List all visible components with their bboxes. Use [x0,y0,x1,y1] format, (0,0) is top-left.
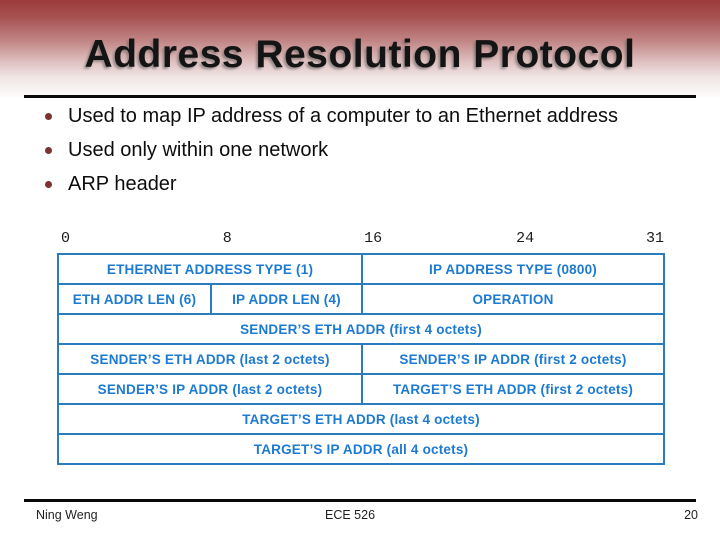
bullet-text: Used only within one network [68,139,329,161]
arp-field-cell: SENDER’S IP ADDR (first 2 octets) [361,345,663,373]
footer-divider-line [24,499,696,502]
bit-label: 0 [61,230,71,247]
table-row: TARGET’S IP ADDR (all 4 octets) [59,433,663,463]
table-row: ETH ADDR LEN (6) IP ADDR LEN (4) OPERATI… [59,283,663,313]
arp-field-cell: ETH ADDR LEN (6) [72,291,197,307]
arp-header-table: ETHERNET ADDRESS TYPE (1) IP ADDRESS TYP… [57,253,665,465]
table-row: ETHERNET ADDRESS TYPE (1) IP ADDRESS TYP… [59,255,663,283]
arp-header-diagram: 0 8 16 24 31 ETHERNET ADDRESS TYPE (1) I… [57,230,665,465]
bullet-item: ARP header [36,169,676,199]
arp-field-cell: SENDER’S IP ADDR (last 2 octets) [97,381,323,397]
footer-author: Ning Weng [36,508,98,522]
bullet-item: Used to map IP address of a computer to … [36,101,676,131]
footer-page-number: 20 [684,508,698,522]
table-row: SENDER’S ETH ADDR (first 4 octets) [59,313,663,343]
bit-label: 24 [516,230,535,247]
arp-field-cell: TARGET’S IP ADDR (all 4 octets) [253,441,469,457]
slide-title: Address Resolution Protocol [84,33,636,76]
header-gradient-band [0,0,720,97]
bit-label: 31 [645,230,664,247]
bullet-text: ARP header [68,173,177,195]
arp-field-cell: IP ADDR LEN (4) [210,285,361,313]
bullet-text: Used to map IP address of a computer to … [68,105,618,127]
footer-course: ECE 526 [324,508,376,522]
bullet-item: Used only within one network [36,135,676,165]
bullet-dot-icon [45,181,52,188]
arp-field-cell: ETHERNET ADDRESS TYPE (1) [106,261,314,277]
table-row: SENDER’S ETH ADDR (last 2 octets) SENDER… [59,343,663,373]
bullet-dot-icon [45,113,52,120]
arp-field-cell: IP ADDRESS TYPE (0800) [361,255,663,283]
arp-field-cell: SENDER’S ETH ADDR (last 2 octets) [90,351,330,367]
arp-field-cell: SENDER’S ETH ADDR (first 4 octets) [240,321,482,337]
title-divider-line [24,95,696,98]
arp-field-cell: TARGET’S ETH ADDR (last 4 octets) [242,411,480,427]
bit-ruler: 0 8 16 24 31 [57,230,665,253]
arp-field-cell: TARGET’S ETH ADDR (first 2 octets) [361,375,663,403]
arp-field-cell: OPERATION [361,285,663,313]
bit-label: 8 [222,230,232,247]
table-row: TARGET’S ETH ADDR (last 4 octets) [59,403,663,433]
table-row: SENDER’S IP ADDR (last 2 octets) TARGET’… [59,373,663,403]
bit-label: 16 [364,230,383,247]
bullet-list: Used to map IP address of a computer to … [36,101,676,203]
bullet-dot-icon [45,147,52,154]
